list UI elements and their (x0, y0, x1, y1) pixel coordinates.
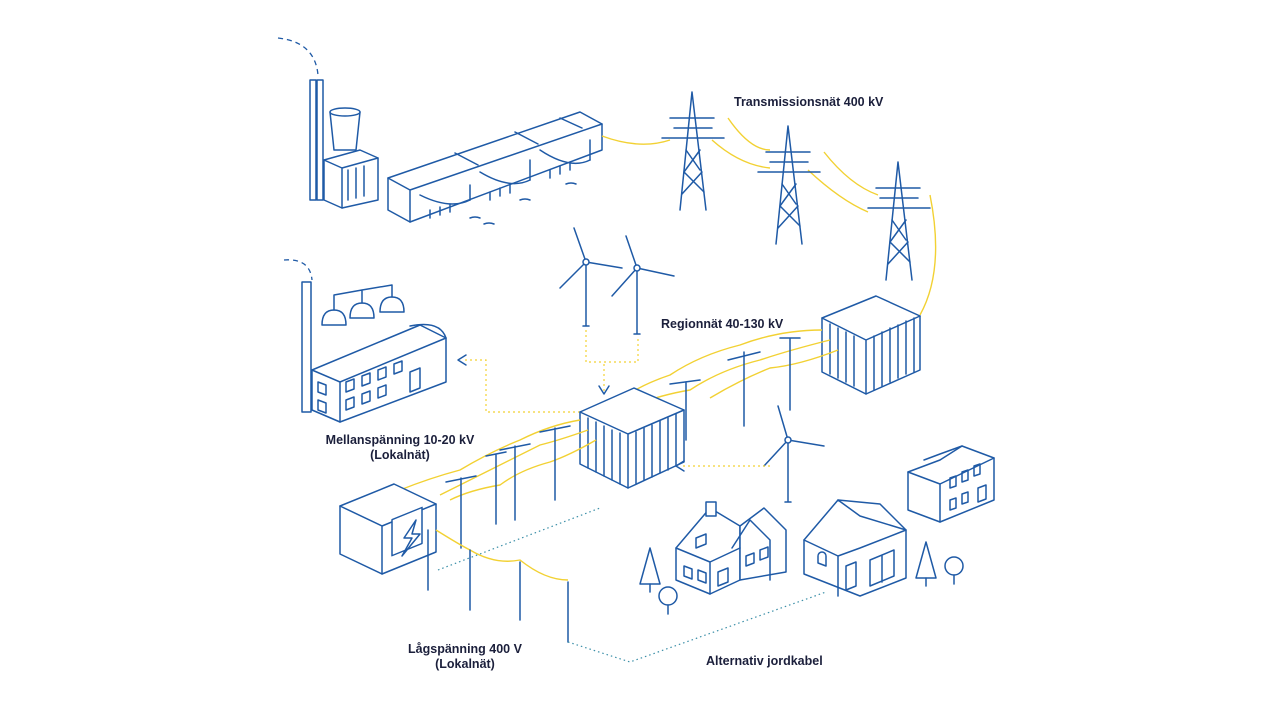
wind-turbine-2-icon (611, 235, 675, 335)
medium-voltage-label: Mellanspänning 10-20 kV (Lokalnät) (316, 433, 484, 463)
low-voltage-label-line1: Lågspänning 400 V (408, 642, 522, 656)
nuclear-plant-icon (277, 37, 379, 209)
underground-cable (567, 591, 827, 663)
underground-cable-label: Alternativ jordkabel (706, 654, 823, 668)
regional-substation-icon (821, 295, 921, 395)
factory-icon (283, 259, 447, 423)
hydro-dam-icon (387, 111, 603, 225)
medium-voltage-lines (399, 419, 597, 549)
tree-icons (639, 541, 964, 615)
pylon-1-icon (661, 91, 725, 211)
wind-turbine-3-icon (763, 405, 825, 503)
transmission-lines (601, 117, 937, 316)
regional-lines (619, 329, 839, 441)
pylon-3-icon (867, 161, 931, 281)
local-transformer-icon (339, 483, 437, 575)
regional-label: Regionnät 40-130 kV (661, 317, 784, 331)
medium-voltage-label-line1: Mellanspänning 10-20 kV (325, 433, 475, 447)
house-icon (803, 499, 907, 597)
pylon-2-icon (757, 125, 821, 245)
villa-icon (675, 501, 787, 595)
main-substation-icon (579, 387, 685, 489)
low-voltage-label: Lågspänning 400 V (Lokalnät) (398, 642, 532, 672)
transmission-label: Transmissionsnät 400 kV (734, 95, 884, 109)
medium-voltage-label-line2: (Lokalnät) (370, 448, 430, 462)
wind-turbine-1-icon (559, 227, 623, 327)
low-voltage-lines (427, 529, 569, 643)
low-voltage-label-line2: (Lokalnät) (435, 657, 495, 671)
apartment-building-icon (907, 445, 995, 523)
